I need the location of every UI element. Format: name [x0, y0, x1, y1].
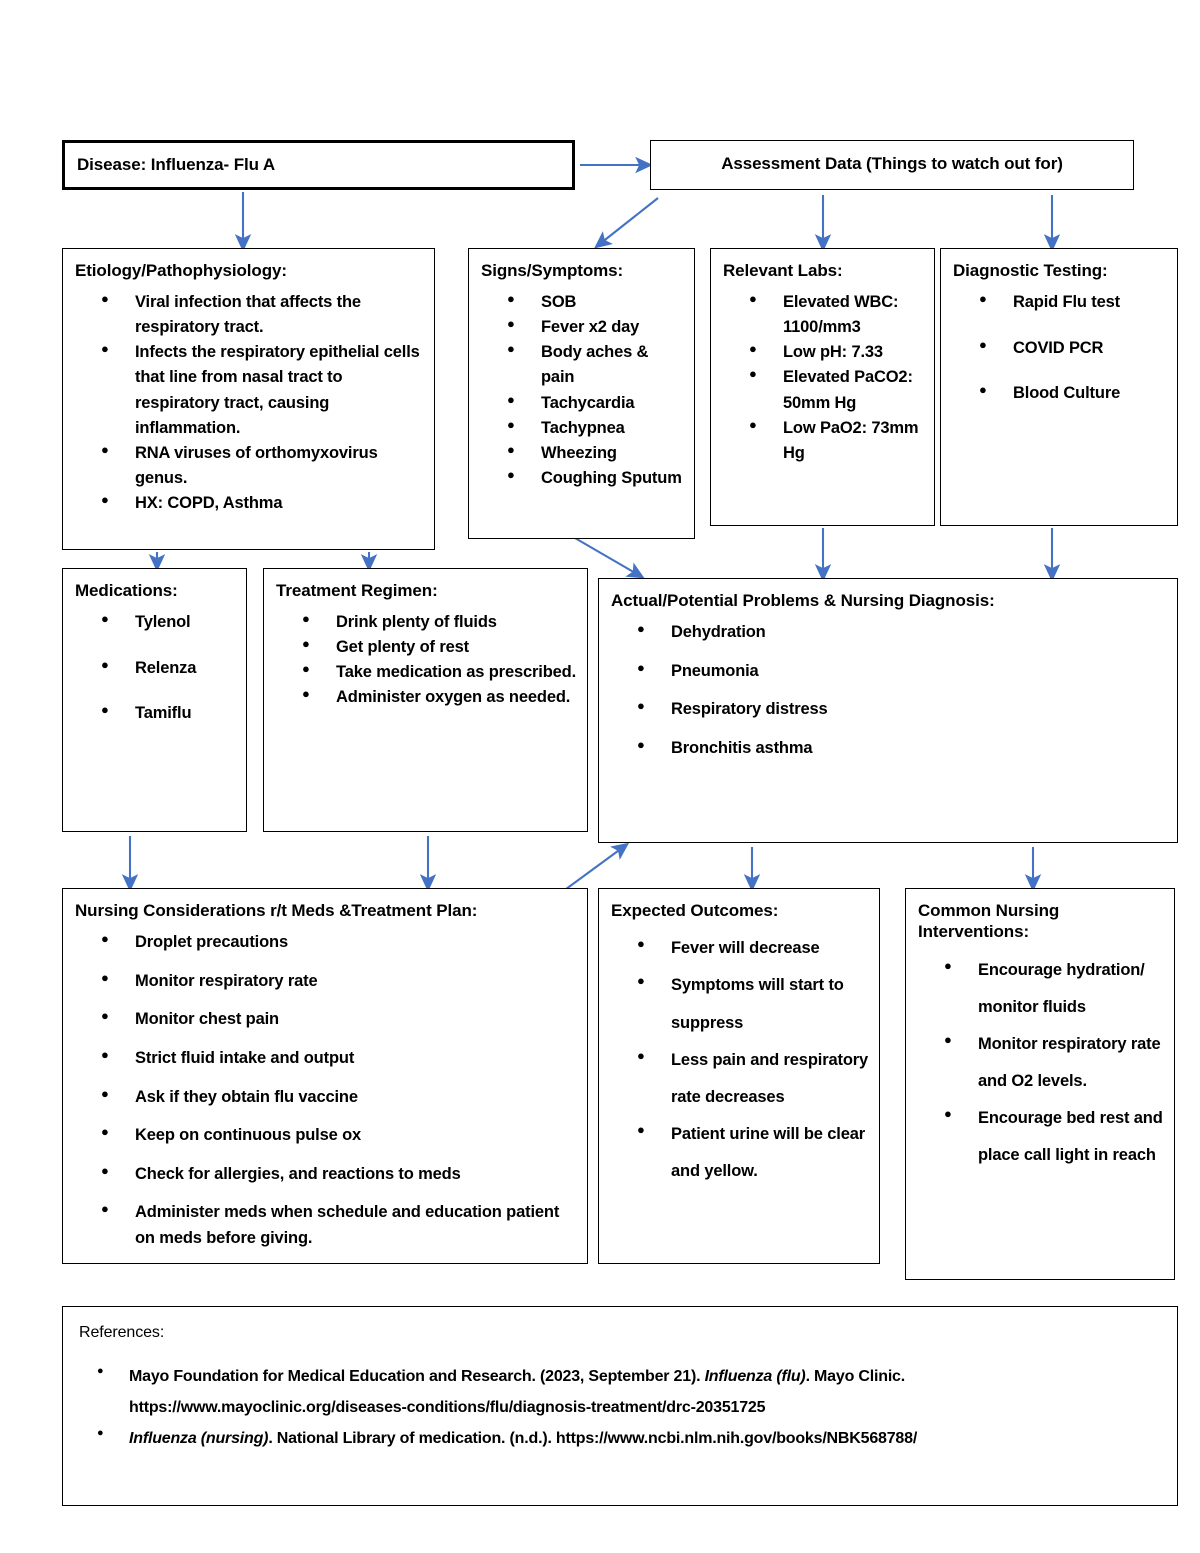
list-item: Relenza — [101, 655, 238, 682]
list-item: Administer oxygen as needed. — [302, 684, 579, 710]
references-list: Mayo Foundation for Medical Education an… — [63, 1343, 1177, 1455]
list-item: Strict fluid intake and output — [101, 1045, 579, 1072]
signs-symptoms-box: Signs/Symptoms: SOB Fever x2 day Body ac… — [468, 248, 695, 539]
disease-title: Disease: Influenza- Flu A — [77, 155, 276, 174]
nursing-considerations-title: Nursing Considerations r/t Meds &Treatme… — [75, 901, 478, 920]
list-item: Monitor respiratory rate — [101, 968, 579, 995]
references-box: References: Mayo Foundation for Medical … — [62, 1306, 1178, 1506]
relevant-labs-title: Relevant Labs: — [723, 261, 843, 280]
medications-title: Medications: — [75, 581, 178, 600]
list-item: Body aches & pain — [507, 339, 686, 390]
list-item: Tamiflu — [101, 700, 238, 727]
list-item: Check for allergies, and reactions to me… — [101, 1161, 579, 1188]
list-item: Viral infection that affects the respira… — [101, 289, 426, 340]
list-item: Blood Culture — [979, 380, 1169, 407]
list-item: COVID PCR — [979, 335, 1169, 362]
nursing-considerations-box: Nursing Considerations r/t Meds &Treatme… — [62, 888, 588, 1264]
diagnostic-testing-box: Diagnostic Testing: Rapid Flu test COVID… — [940, 248, 1178, 526]
treatment-regimen-title: Treatment Regimen: — [276, 581, 438, 600]
assessment-data-box: Assessment Data (Things to watch out for… — [650, 140, 1134, 190]
list-item: Wheezing — [507, 440, 686, 466]
signs-symptoms-list: SOB Fever x2 day Body aches & pain Tachy… — [469, 281, 694, 491]
list-item: Administer meds when schedule and educat… — [101, 1199, 579, 1251]
list-item: Ask if they obtain flu vaccine — [101, 1084, 579, 1111]
list-item: Tylenol — [101, 609, 238, 636]
nursing-considerations-list: Droplet precautions Monitor respiratory … — [63, 921, 587, 1251]
list-item: Elevated WBC: 1100/mm3 — [749, 289, 926, 340]
list-item: Elevated PaCO2: 50mm Hg — [749, 364, 926, 415]
reference-title-italic: Influenza (nursing) — [129, 1430, 269, 1448]
expected-outcomes-list: Fever will decrease Symptoms will start … — [599, 921, 879, 1190]
list-item: Bronchitis asthma — [637, 735, 1169, 762]
list-item: Infects the respiratory epithelial cells… — [101, 339, 426, 440]
list-item: Drink plenty of fluids — [302, 609, 579, 635]
etiology-list: Viral infection that affects the respira… — [63, 281, 434, 516]
list-item: Tachypnea — [507, 415, 686, 441]
list-item: Patient urine will be clear and yellow. — [637, 1115, 871, 1190]
expected-outcomes-title: Expected Outcomes: — [611, 901, 779, 920]
problems-nursing-diagnosis-list: Dehydration Pneumonia Respiratory distre… — [599, 611, 1177, 761]
list-item: Coughing Sputum — [507, 465, 686, 491]
list-item: Monitor respiratory rate and O2 levels. — [944, 1025, 1166, 1100]
reference-title-italic: Influenza (flu) — [704, 1368, 806, 1385]
diagnostic-testing-list: Rapid Flu test COVID PCR Blood Culture — [941, 281, 1177, 407]
list-item: Monitor chest pain — [101, 1006, 579, 1033]
problems-nursing-diagnosis-title: Actual/Potential Problems & Nursing Diag… — [611, 591, 995, 610]
list-item: Respiratory distress — [637, 696, 1169, 723]
list-item: Low PaO2: 73mm Hg — [749, 415, 926, 466]
reference-item: Influenza (nursing). National Library of… — [83, 1423, 1163, 1454]
common-nursing-interventions-box: Common Nursing Interventions: Encourage … — [905, 888, 1175, 1280]
list-item: RNA viruses of orthomyxovirus genus. — [101, 440, 426, 491]
reference-text-pre: Mayo Foundation for Medical Education an… — [129, 1368, 705, 1385]
list-item: Fever x2 day — [507, 314, 686, 340]
list-item: Tachycardia — [507, 390, 686, 416]
relevant-labs-box: Relevant Labs: Elevated WBC: 1100/mm3 Lo… — [710, 248, 935, 526]
medications-list: Tylenol Relenza Tamiflu — [63, 601, 246, 727]
etiology-title: Etiology/Pathophysiology: — [75, 261, 287, 280]
etiology-pathophysiology-box: Etiology/Pathophysiology: Viral infectio… — [62, 248, 435, 550]
common-nursing-interventions-title: Common Nursing Interventions: — [918, 901, 1060, 942]
arrow-considerations-to-problems — [561, 842, 630, 893]
common-nursing-interventions-list: Encourage hydration/ monitor fluids Moni… — [906, 943, 1174, 1175]
signs-symptoms-title: Signs/Symptoms: — [481, 261, 624, 280]
diagnostic-testing-title: Diagnostic Testing: — [953, 261, 1108, 280]
list-item: SOB — [507, 289, 686, 315]
references-title: References: — [79, 1324, 165, 1341]
list-item: Get plenty of rest — [302, 634, 579, 660]
list-item: Fever will decrease — [637, 929, 871, 967]
assessment-data-title: Assessment Data (Things to watch out for… — [721, 154, 1063, 173]
expected-outcomes-box: Expected Outcomes: Fever will decrease S… — [598, 888, 880, 1264]
list-item: Less pain and respiratory rate decreases — [637, 1041, 871, 1116]
disease-box: Disease: Influenza- Flu A — [62, 140, 575, 190]
list-item: Droplet precautions — [101, 929, 579, 956]
treatment-regimen-list: Drink plenty of fluids Get plenty of res… — [264, 601, 587, 710]
treatment-regimen-box: Treatment Regimen: Drink plenty of fluid… — [263, 568, 588, 832]
medications-box: Medications: Tylenol Relenza Tamiflu — [62, 568, 247, 832]
arrow-assessment-to-signs — [594, 197, 659, 249]
list-item: Rapid Flu test — [979, 289, 1169, 316]
list-item: Keep on continuous pulse ox — [101, 1122, 579, 1149]
problems-nursing-diagnosis-box: Actual/Potential Problems & Nursing Diag… — [598, 578, 1178, 843]
list-item: HX: COPD, Asthma — [101, 490, 426, 516]
list-item: Encourage bed rest and place call light … — [944, 1099, 1166, 1174]
list-item: Encourage hydration/ monitor fluids — [944, 950, 1166, 1026]
list-item: Low pH: 7.33 — [749, 339, 926, 365]
list-item: Pneumonia — [637, 658, 1169, 685]
reference-item: Mayo Foundation for Medical Education an… — [83, 1361, 1163, 1423]
list-item: Symptoms will start to suppress — [637, 966, 871, 1041]
reference-text-post: . Mayo Clinic. https://www.mayoclinic.or… — [129, 1368, 906, 1417]
list-item: Take medication as prescribed. — [302, 659, 579, 685]
list-item: Dehydration — [637, 619, 1169, 646]
reference-text-post: . National Library of medication. (n.d.)… — [268, 1430, 918, 1448]
relevant-labs-list: Elevated WBC: 1100/mm3 Low pH: 7.33 Elev… — [711, 281, 934, 466]
